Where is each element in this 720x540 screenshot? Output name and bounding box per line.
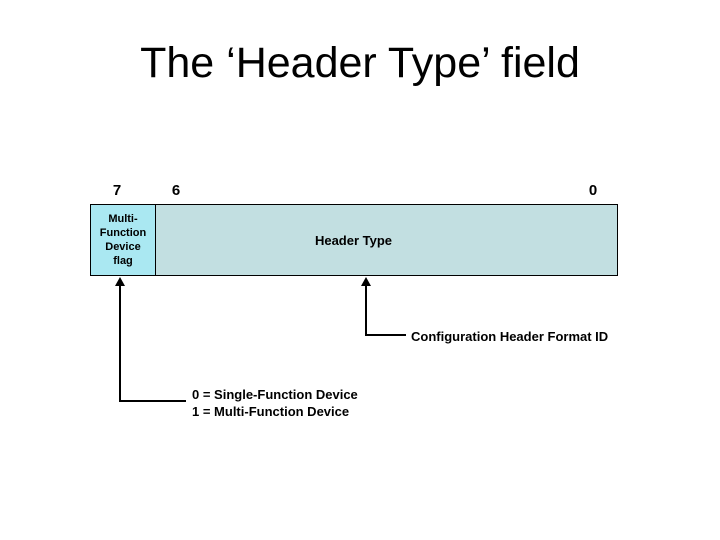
flag-pointer-arrowhead bbox=[115, 277, 125, 286]
flag-value-legend: 0 = Single-Function Device 1 = Multi-Fun… bbox=[192, 386, 358, 420]
flag-value-legend-line-0: 0 = Single-Function Device bbox=[192, 387, 358, 402]
flag-value-legend-line-1: 1 = Multi-Function Device bbox=[192, 404, 350, 419]
header-type-cell: Header Type bbox=[156, 205, 617, 275]
slide-title: The ‘Header Type’ field bbox=[140, 39, 580, 87]
flag-cell-line: Device bbox=[105, 241, 141, 253]
flag-pointer-line-horizontal bbox=[119, 400, 186, 402]
bit-label-6: 6 bbox=[171, 182, 181, 199]
bit-label-0: 0 bbox=[588, 182, 598, 199]
flag-pointer-line-vertical bbox=[119, 284, 121, 402]
multi-function-flag-cell: Multi- Function Device flag bbox=[91, 205, 156, 275]
flag-cell-line: flag bbox=[113, 255, 133, 267]
format-id-label: Configuration Header Format ID bbox=[411, 329, 609, 344]
header-type-cell-label: Header Type bbox=[314, 232, 393, 248]
bit-label-7: 7 bbox=[112, 182, 122, 199]
format-id-pointer-line-vertical bbox=[365, 284, 367, 336]
header-type-field-box: Multi- Function Device flag Header Type bbox=[90, 204, 618, 276]
format-id-pointer-arrowhead bbox=[361, 277, 371, 286]
flag-cell-line: Function bbox=[99, 227, 147, 239]
flag-cell-line: Multi- bbox=[108, 213, 138, 225]
format-id-pointer-line-horizontal bbox=[365, 334, 406, 336]
